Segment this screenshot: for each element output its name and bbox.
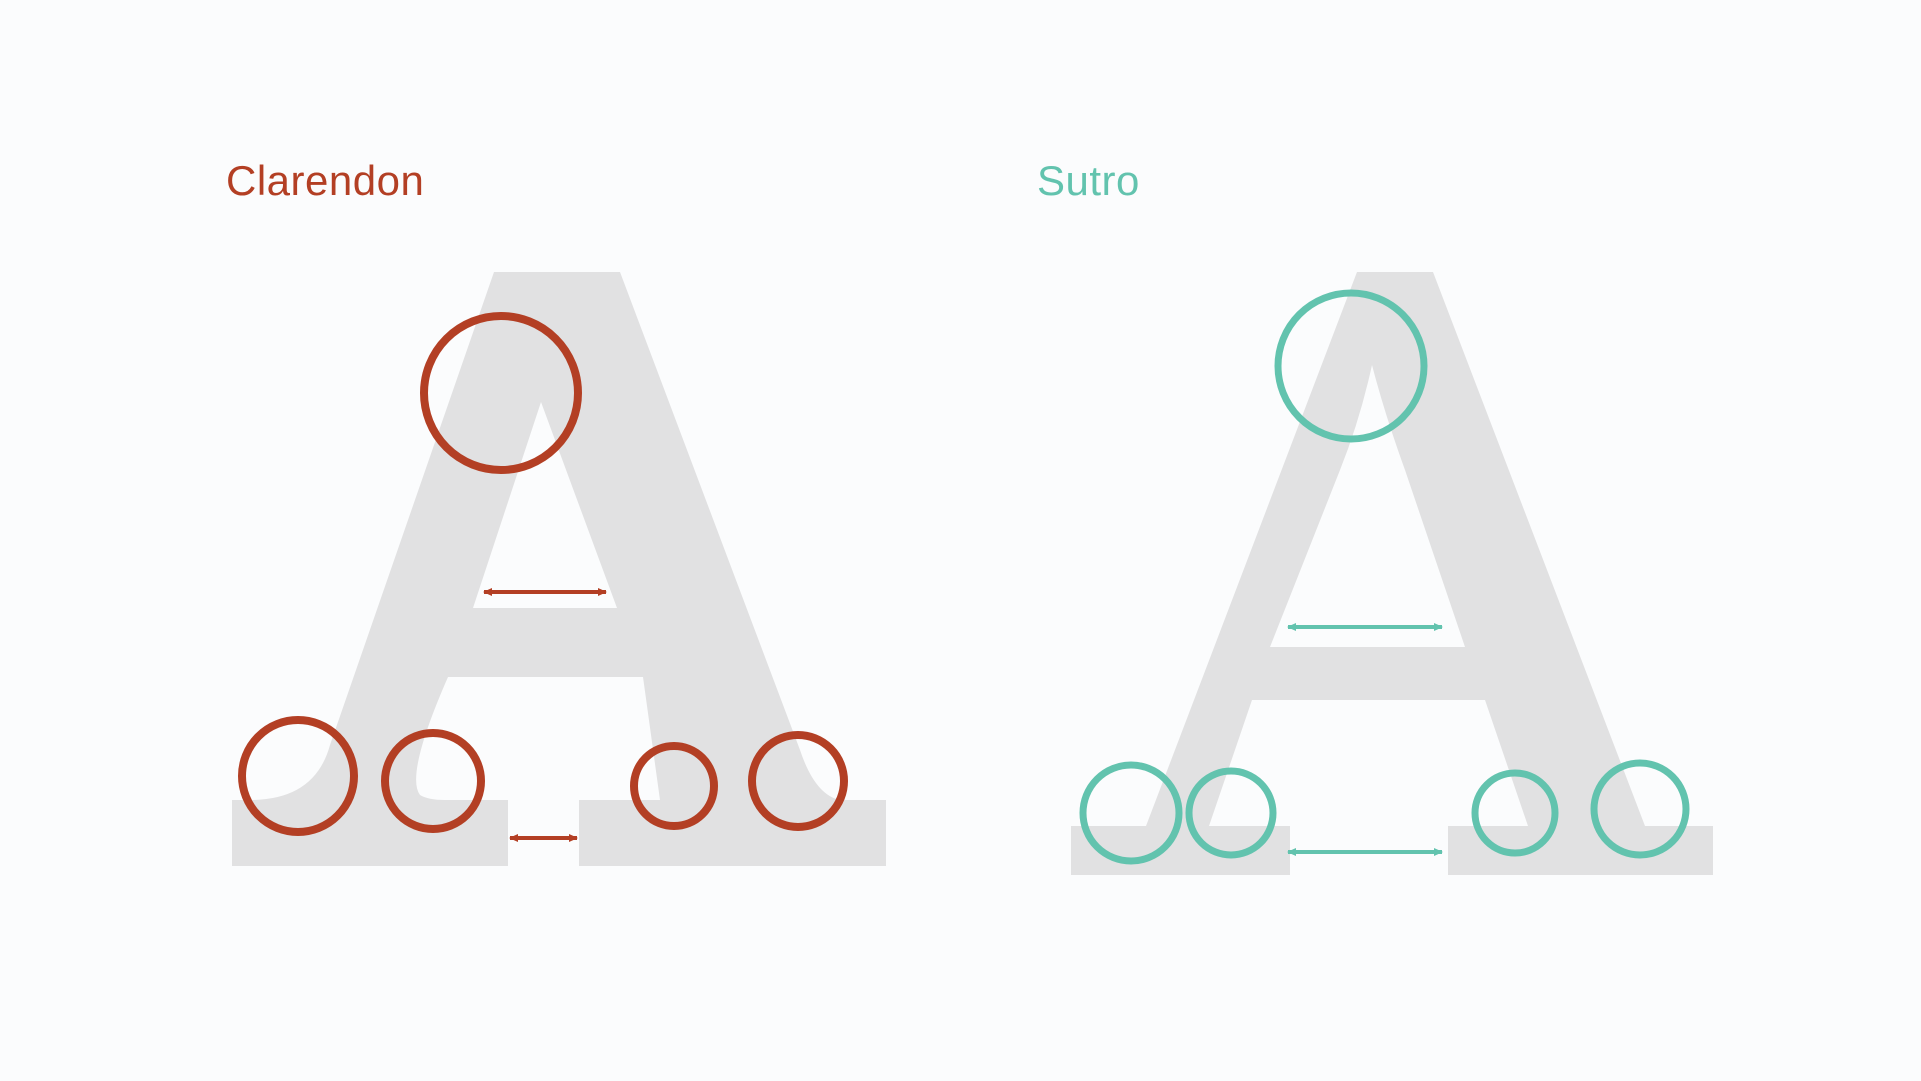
sutro-label: Sutro: [1037, 157, 1140, 204]
clarendon-right-serif-inner-circle: [630, 742, 718, 830]
clarendon-glyph-shape: [232, 272, 886, 866]
clarendon-left-serif-inner-circle: [381, 729, 485, 833]
sutro-annotations: [1079, 289, 1690, 865]
clarendon-label: Clarendon: [226, 157, 425, 204]
clarendon-right-serif-outer-circle: [748, 731, 848, 831]
clarendon-glyph: [232, 272, 886, 866]
clarendon-apex-circle: [420, 312, 582, 474]
sutro-left-serif-inner-circle: [1185, 767, 1277, 859]
sutro-apex-circle: [1274, 289, 1428, 443]
sutro-glyph: [1071, 272, 1713, 875]
clarendon-annotations: [238, 312, 848, 842]
clarendon-left-serif-outer-circle: [238, 716, 358, 836]
sutro-right-serif-inner-circle: [1471, 769, 1559, 857]
sutro-right-serif-outer-circle: [1590, 759, 1690, 859]
sutro-glyph-shape: [1071, 272, 1713, 875]
sutro-left-serif-outer-circle: [1079, 761, 1183, 865]
